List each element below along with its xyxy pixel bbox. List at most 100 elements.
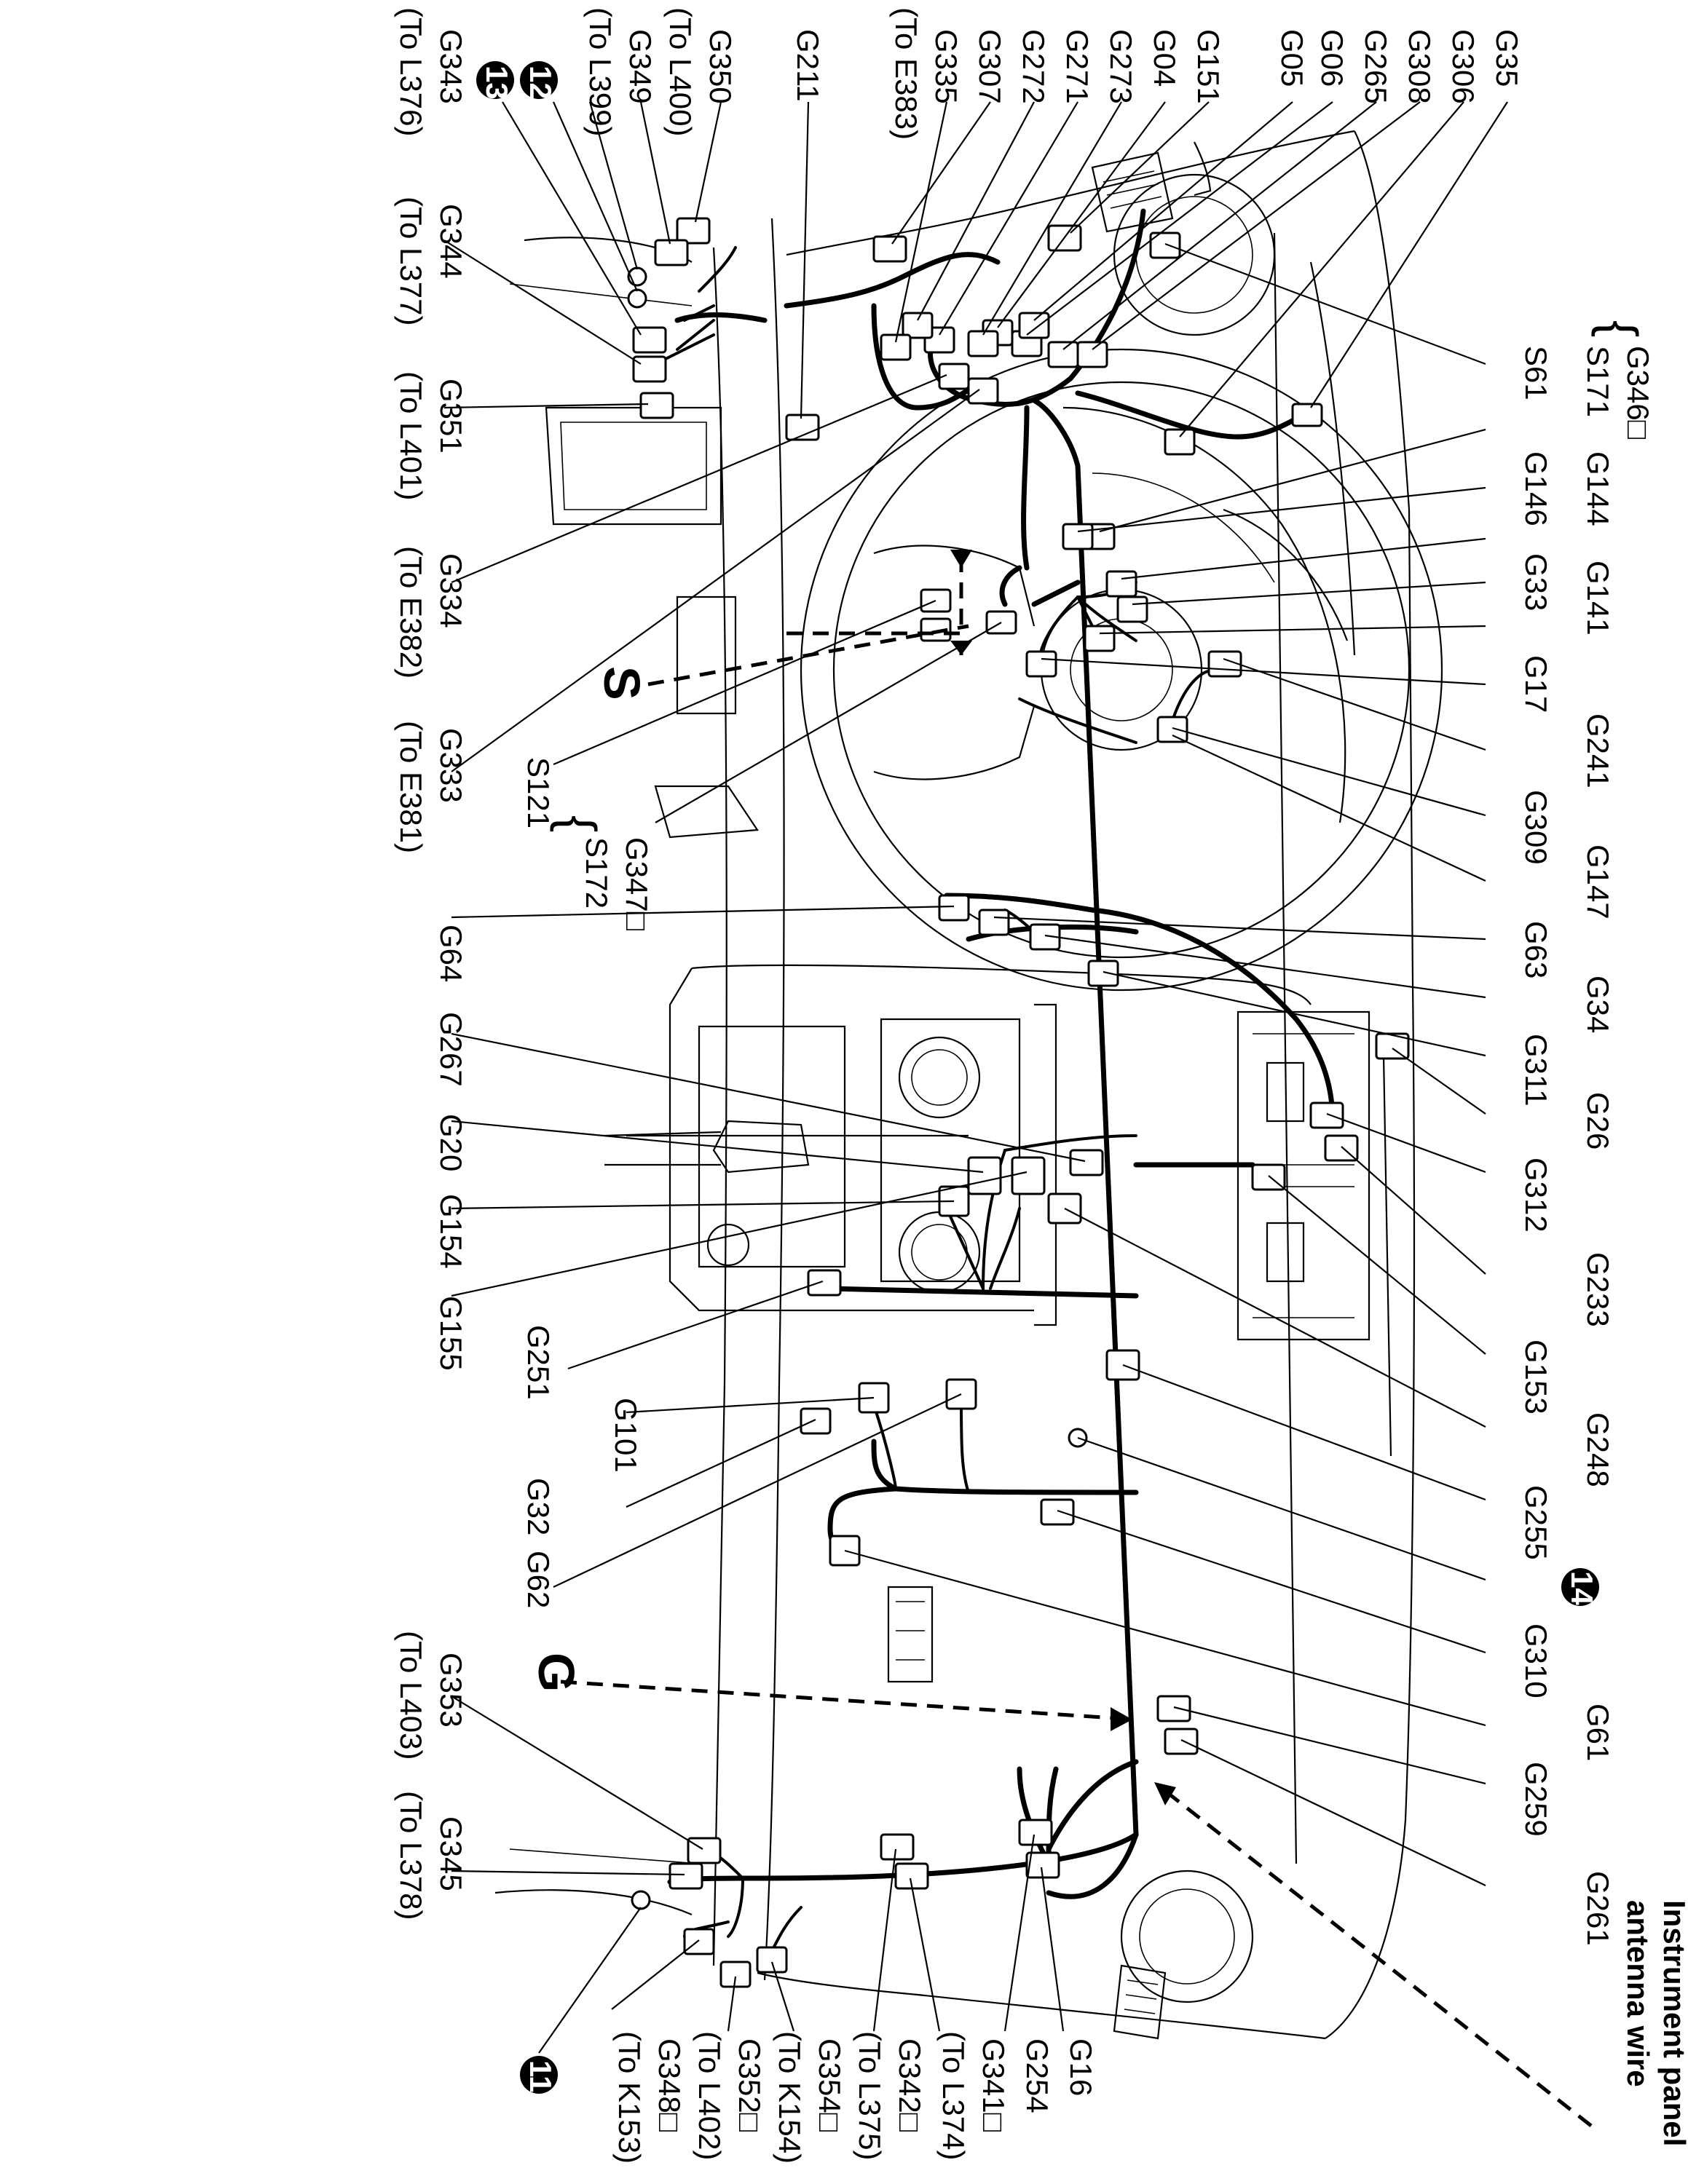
connector-g64: [938, 894, 970, 922]
label-to-k153: (To K153): [612, 2031, 647, 2164]
label-g311: G311: [1519, 1034, 1553, 1107]
label-g33: G33: [1519, 553, 1553, 611]
label-g348: G348□: [652, 2038, 687, 2132]
arrow-head-g: [1111, 1707, 1132, 1731]
label-ref-g: G: [528, 1653, 585, 1692]
label-to-l374: (To L374): [936, 2031, 971, 2160]
label-g255: G255: [1519, 1485, 1553, 1560]
label-to-e382: (To E382): [394, 546, 428, 678]
label-g353: G353: [434, 1653, 468, 1728]
connector-g349: [654, 239, 689, 266]
connector-g26: [1375, 1032, 1410, 1060]
label-g233: G233: [1581, 1252, 1615, 1327]
connector-g345: [669, 1862, 703, 1890]
connector-g63: [978, 909, 1010, 936]
label-ref-s: S: [593, 666, 650, 700]
label-g271: G271: [1060, 29, 1095, 104]
label-g351: G351: [434, 379, 468, 454]
label-g101: G101: [609, 1398, 643, 1473]
label-g273: G273: [1104, 29, 1138, 104]
connector-g344: [632, 355, 667, 383]
connector-g308: [1076, 341, 1108, 368]
label-g151: G151: [1191, 29, 1226, 104]
terminal-13: [627, 288, 647, 309]
connector-g335: [880, 333, 912, 361]
connector-g350: [676, 217, 711, 245]
label-g335: G335: [929, 29, 963, 104]
connector-g261: [1164, 1728, 1199, 1755]
connector-g251: [807, 1269, 842, 1297]
label-g261: G261: [1581, 1871, 1615, 1946]
label-g154: G154: [434, 1194, 468, 1269]
label-g333: G333: [434, 728, 468, 803]
connector-g265: [1047, 341, 1079, 368]
label-g06: G06: [1315, 29, 1349, 87]
label-s121: S121: [521, 757, 556, 828]
reference-arrows: [560, 550, 1593, 2127]
label-g309: G309: [1519, 790, 1553, 865]
label-antenna-line1: Instrument panel: [1657, 1900, 1688, 2146]
connector-g310: [1040, 1498, 1075, 1526]
label-to-e383: (To E383): [889, 7, 923, 140]
label-to-l376: (To L376): [394, 7, 428, 136]
label-g147: G147: [1581, 844, 1615, 919]
connector-g155: [1011, 1156, 1046, 1195]
label-g17: G17: [1519, 655, 1553, 713]
label-g04: G04: [1148, 29, 1182, 87]
connector-g346: [1149, 232, 1181, 259]
connector-g211: [785, 414, 820, 441]
label-brace-347: {: [550, 815, 607, 832]
label-g32: G32: [521, 1478, 556, 1535]
label-g35: G35: [1490, 29, 1524, 87]
marker-11: [520, 2056, 558, 2094]
label-antenna-line2: antenna wire: [1621, 1900, 1655, 2087]
connector-g312: [1309, 1101, 1344, 1129]
label-g350: G350: [703, 29, 738, 104]
label-to-l377: (To L377): [394, 197, 428, 325]
label-g141: G141: [1581, 561, 1615, 636]
label-to-l401: (To L401): [394, 371, 428, 500]
connector-g35: [1291, 403, 1323, 427]
label-g248: G248: [1581, 1412, 1615, 1487]
connector-g273: [967, 330, 999, 357]
label-g344: G344: [434, 204, 468, 279]
label-g144: G144: [1581, 451, 1615, 526]
label-g265: G265: [1359, 29, 1393, 104]
connectors: [627, 217, 1410, 1988]
connector-g32: [800, 1407, 832, 1435]
label-g26: G26: [1581, 1092, 1615, 1150]
connector-g153: [1251, 1163, 1286, 1191]
arrow-head-antenna: [1154, 1782, 1176, 1805]
terminal-11: [631, 1890, 651, 1910]
label-g352: G352□: [733, 2038, 767, 2132]
label-g310: G310: [1519, 1623, 1553, 1698]
label-g241: G241: [1581, 713, 1615, 788]
label-g308: G308: [1403, 29, 1437, 104]
connector-g05: [1018, 312, 1050, 339]
label-14: 14: [1565, 1571, 1599, 1605]
connector-g141: [1084, 625, 1116, 652]
arrow-head-s-lower: [950, 641, 972, 655]
connector-g354: [756, 1946, 788, 1974]
label-g63: G63: [1519, 921, 1553, 978]
label-g62: G62: [521, 1551, 556, 1608]
label-g61: G61: [1581, 1704, 1615, 1761]
connector-g343: [632, 326, 667, 354]
marker-14: [1561, 1568, 1599, 1606]
label-brace-346: {: [1591, 320, 1648, 337]
label-g146: G146: [1519, 451, 1553, 526]
instrument-panel-outline: [494, 130, 1416, 2040]
leader-lines: [443, 101, 1508, 2054]
label-to-l403: (To L403): [394, 1631, 428, 1760]
connector-g272: [902, 312, 934, 339]
connector-g254: [1018, 1819, 1053, 1846]
label-11: 11: [524, 2060, 558, 2092]
connector-g348: [683, 1928, 715, 1955]
label-12: 12: [524, 66, 558, 100]
label-g347: G347□: [620, 837, 654, 931]
label-g349: G349: [623, 29, 658, 104]
label-g254: G254: [1020, 2038, 1054, 2113]
connector-g20: [967, 1156, 1002, 1195]
steering-wheel-drawing: [800, 348, 1443, 992]
connector-g353: [687, 1837, 722, 1864]
